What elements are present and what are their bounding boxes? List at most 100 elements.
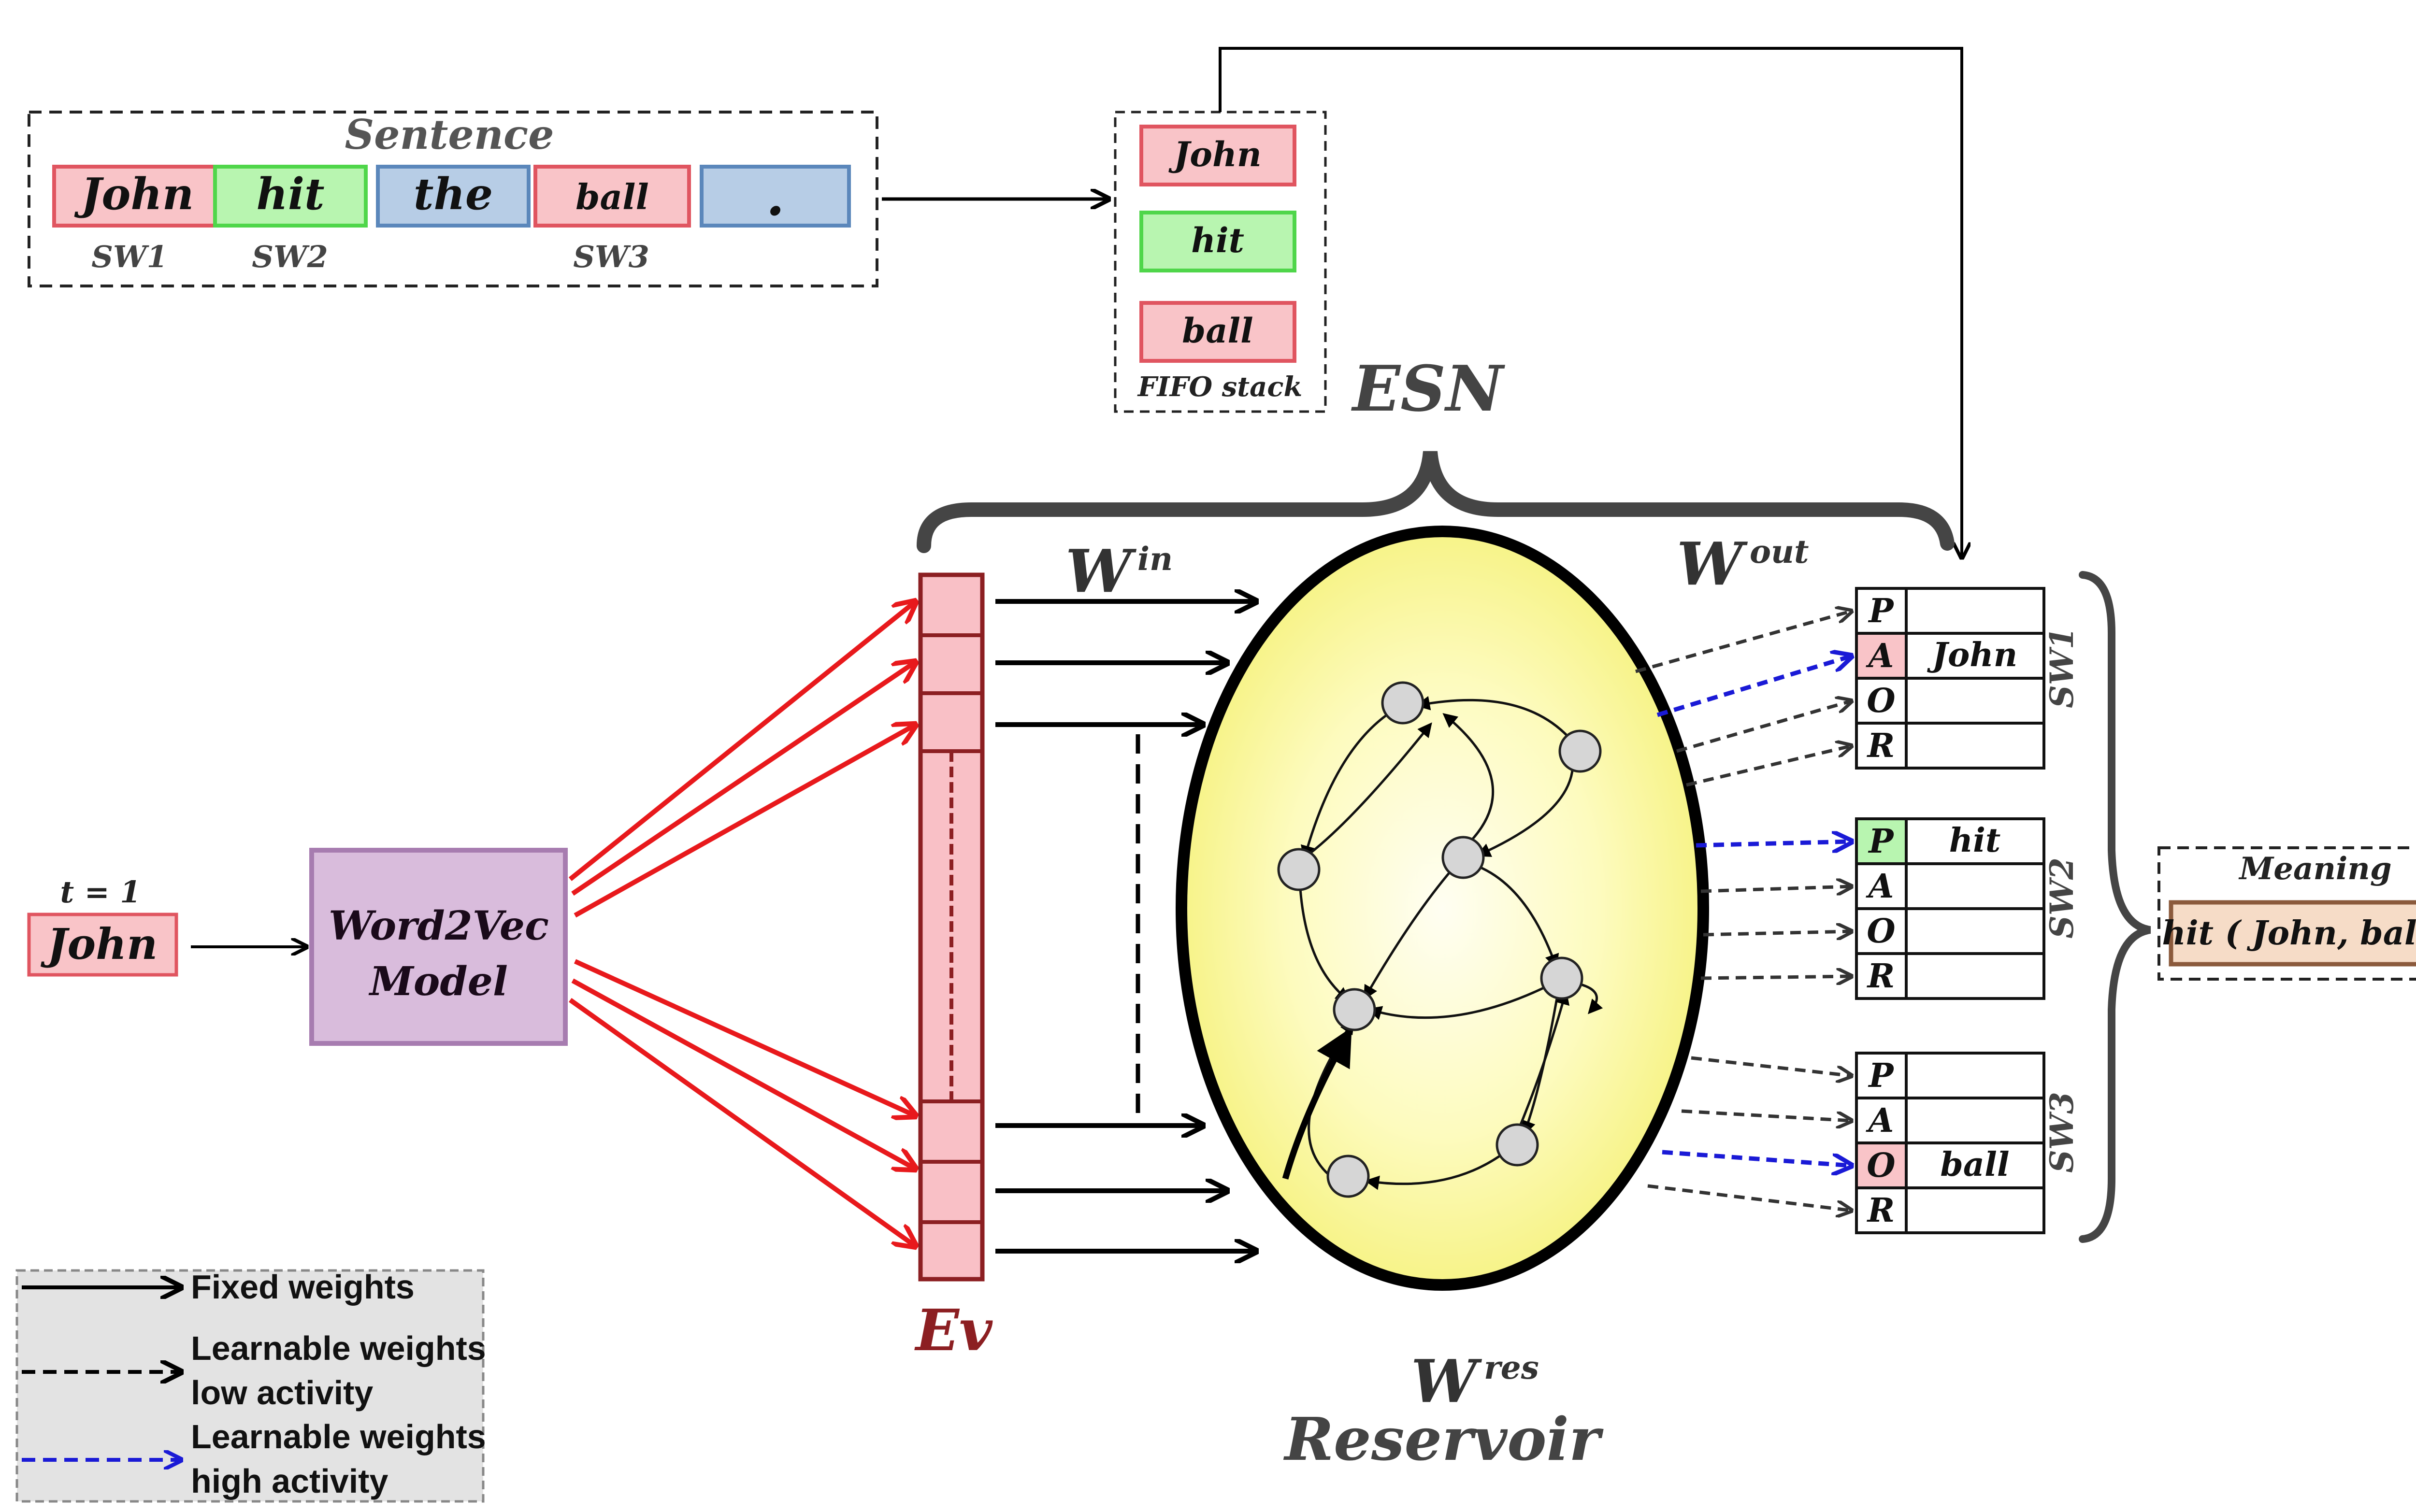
role-value-cell [1905,952,2045,1000]
fifo-item-box [1139,125,1296,186]
reservoir-connection [1301,713,1388,860]
input-word: t = 1 John [27,874,178,977]
reservoir-connection [1298,881,1351,1002]
embedding-arrow [571,978,916,1169]
role-letter: P [1868,592,1894,630]
readout-arrow-high [1656,656,1852,717]
role-letter: A [1866,867,1894,906]
role-group-label: SW2 [2043,857,2081,939]
meaning-box [2169,900,2416,967]
reservoir-neuron [1496,1123,1539,1167]
readout-arrow-low [1686,746,1852,787]
reservoir-connection [1415,696,1571,740]
role-letter: R [1867,1191,1895,1230]
esn-brace-shape [917,451,1955,553]
reservoir-connection [1516,990,1570,1133]
legend-label: high activity [191,1462,388,1500]
role-letter: R [1867,957,1895,996]
readout-weight-arrows [1635,611,1852,1211]
reservoir-connection [1476,760,1574,857]
sentence-word: hit [256,169,324,220]
time-label: t = 1 [60,874,141,910]
role-value-cell [1905,862,2045,910]
input-weight-arrows [995,601,1256,1251]
role-value: ball [1940,1145,2009,1184]
readout-arrow-low [1703,931,1852,935]
meaning-value: hit ( John, ball,-) [2162,914,2416,953]
sentence-word: . [766,165,784,228]
role-value-cell [1905,1186,2045,1234]
esn-brace: ESN [917,352,1955,553]
role-letter: O [1867,682,1895,720]
fifo-stack: John hit ball FIFO stack [1114,111,1327,413]
reservoir-connection [1473,863,1559,969]
role-value-cell [1905,1052,2045,1099]
ev-elision-dashed-link [1136,734,1203,1128]
ev-vector: Ev [914,572,993,1364]
input-word-box [27,913,178,977]
embedding-arrow [574,959,916,1116]
role-value-cell [1905,907,2045,955]
role-letter: O [1867,1146,1895,1185]
readout-arrow-low [1676,701,1852,753]
input-word-text: John [41,919,158,969]
role-letter: R [1867,727,1895,765]
reservoir-label: Reservoir [1283,1404,1604,1474]
role-cell [1855,952,1908,1000]
sentence-sw-label: SW1 [91,239,168,274]
sentence-sw-label: SW2 [252,239,328,274]
reservoir-connection [1442,713,1495,844]
legend-label: low activity [191,1374,373,1412]
fifo-item-box [1139,211,1296,272]
role-letter: A [1866,637,1894,675]
sentence-word-box [533,165,691,228]
embedding-arrows [568,601,916,1246]
word2vec-box [309,848,568,1046]
fifo-item: hit [1191,220,1244,260]
reservoir-ellipse [1176,526,1709,1291]
reservoir-strong-connection [1282,1027,1352,1180]
reservoir-neuron [1277,848,1321,891]
reservoir-neuron [1333,988,1376,1031]
sw-brace [2079,571,2151,1243]
ev-label: Ev [914,1297,993,1364]
role-value-cell [1905,817,2045,865]
sentence-word: ball [575,176,649,217]
legend-label: Fixed weights [191,1268,415,1306]
meaning-panel: Meaning hit ( John, ball,-) [2157,846,2416,981]
readout-arrow-high [1696,842,1852,845]
readout-arrow-low [1681,1109,1852,1121]
role-value-cell [1905,1141,2045,1189]
legend-label: Learnable weights [191,1329,486,1367]
sentence-word: the [414,169,493,220]
fifo-label: FIFO stack [1137,371,1303,403]
role-value-cell [1905,722,2045,770]
reservoir-neuron [1540,956,1583,1000]
sentence-frame [28,111,878,287]
fifo-item: John [1168,134,1262,174]
legend-label: Learnable weights [191,1418,486,1455]
reservoir-neuron [1558,729,1602,773]
role-value-cell [1905,1097,2045,1144]
fifo-to-readout-line [1219,47,1962,558]
readout-arrow-low [1635,611,1852,673]
fifo-item: ball [1182,311,1253,351]
embedding-arrow [574,725,916,918]
embedding-arrow [571,662,916,896]
role-value: hit [1949,821,2001,860]
fifo-item-box [1139,301,1296,363]
embedding-arrow [568,601,916,881]
esn-label: ESN [1351,352,1505,426]
sentence-word-box [213,165,368,228]
